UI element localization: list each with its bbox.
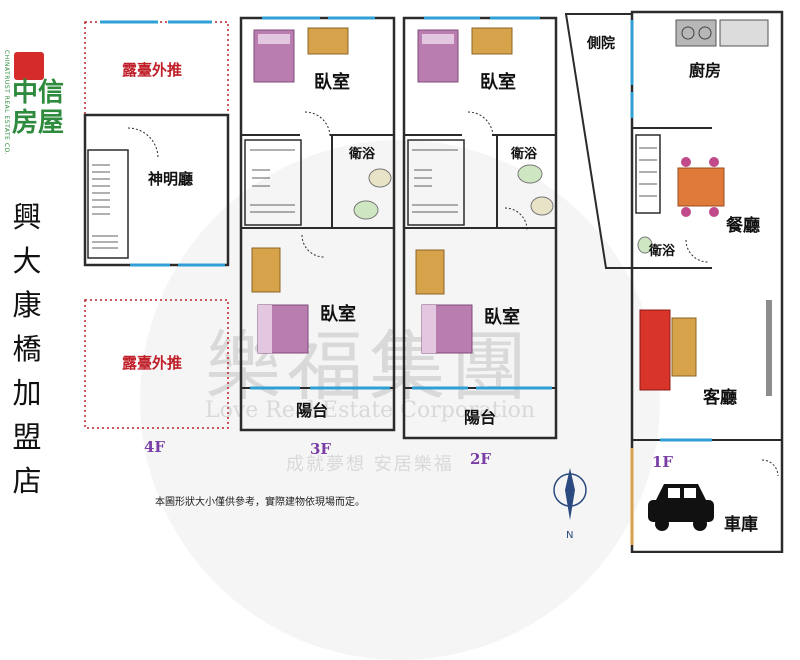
dining-table: [677, 167, 725, 207]
room-3f-bedroom-top: 臥室: [314, 72, 350, 93]
room-3f-balcony: 陽台: [296, 401, 329, 420]
compass-label: N: [566, 530, 574, 541]
room-2f-bath: 衛浴: [511, 147, 538, 162]
1f-outer-walls: [630, 10, 784, 553]
stove: [675, 19, 717, 47]
floor-1f-plan: [564, 10, 784, 553]
room-balcony-top: 露臺外推: [122, 61, 183, 79]
room-2f-bedroom-top: 臥室: [480, 72, 516, 93]
kitchen-sink: [719, 19, 769, 47]
watermark-english: Love Real Estate Corporation: [205, 398, 536, 423]
store-name: 興大康橋加盟店: [12, 200, 42, 498]
desk: [307, 27, 349, 55]
room-1f-living: 客廳: [703, 388, 737, 408]
floor-label-2f: 2F: [470, 450, 492, 468]
room-2f-balcony: 陽台: [464, 408, 497, 427]
room-1f-kitchen: 廚房: [689, 61, 722, 80]
brand-name: 中信 房屋: [12, 78, 76, 138]
room-1f-side-yard: 側院: [587, 36, 615, 52]
brand-name-line2: 房屋: [12, 108, 65, 138]
floor-3f-plan: [239, 16, 396, 432]
tv: [766, 300, 772, 396]
room-shrine: 神明廳: [148, 170, 194, 188]
disclaimer-text: 本圖形狀大小僅供參考，實際建物依現場而定。: [155, 497, 365, 508]
room-1f-dining: 餐廳: [726, 216, 760, 236]
room-2f-bedroom-bottom: 臥室: [484, 307, 520, 328]
compass-icon: [553, 468, 587, 520]
brand-english: CHINATRUST REAL ESTATE CO.: [3, 50, 10, 155]
toilet: [353, 200, 379, 220]
sofa: [639, 309, 671, 391]
room-1f-garage: 車庫: [724, 515, 758, 535]
room-1f-bath: 衛浴: [649, 244, 676, 259]
room-balcony-bottom: 露臺外推: [122, 354, 183, 372]
stair: [87, 149, 129, 259]
sink: [368, 168, 392, 188]
room-3f-bedroom-bottom: 臥室: [320, 304, 356, 325]
brand-name-line1: 中信: [12, 78, 65, 108]
room-3f-bath: 衛浴: [349, 147, 376, 162]
brand-logo-icon: [14, 52, 44, 80]
shrine-room-walls: [83, 113, 230, 267]
floor-label-4f: 4F: [144, 438, 166, 456]
floor-2f-plan: [402, 16, 558, 440]
car-icon: [648, 484, 714, 531]
floor-label-1f: 1F: [652, 453, 674, 471]
floor-label-3f: 3F: [310, 440, 332, 458]
floor-plan-drawing: [83, 10, 784, 553]
floor-4f-plan: [83, 20, 230, 429]
balcony-bottom-outline: [84, 299, 229, 429]
watermark-slogan: 成就夢想 安居樂福: [286, 454, 454, 475]
